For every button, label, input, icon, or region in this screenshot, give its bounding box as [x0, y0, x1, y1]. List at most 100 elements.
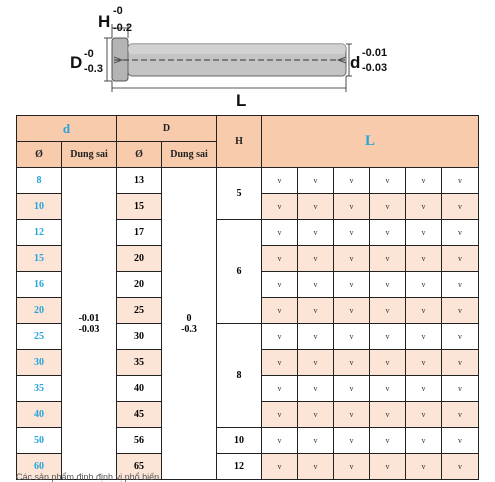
L-availability-mark: v [441, 245, 480, 272]
header-d: d [15, 115, 118, 142]
L-availability-mark: v [297, 401, 335, 428]
D-label: D [70, 53, 82, 72]
L-availability-mark: v [333, 167, 371, 194]
L-availability-mark: v [441, 427, 480, 454]
L-availability-mark: v [405, 245, 443, 272]
D-value: 25 [116, 297, 163, 324]
L-availability-mark: v [441, 401, 480, 428]
d-label: d [350, 53, 360, 72]
L-availability-mark: v [441, 167, 480, 194]
L-availability-mark: v [261, 297, 299, 324]
d-value: 35 [16, 375, 62, 402]
header-d-tol: Dung sai [60, 141, 118, 168]
h-lower-tol: -0.2 [113, 22, 132, 34]
L-availability-mark: v [261, 193, 299, 220]
L-availability-mark: v [261, 323, 299, 350]
L-availability-mark: v [261, 453, 299, 480]
d-value: 15 [16, 245, 62, 272]
header-L: L [261, 115, 480, 168]
L-availability-mark: v [369, 323, 407, 350]
L-availability-mark: v [441, 453, 480, 480]
d-upper-tol: -0.01 [362, 47, 387, 59]
D-value: 20 [116, 245, 163, 272]
D-lower-tol: -0.3 [84, 63, 103, 75]
L-availability-mark: v [441, 323, 480, 350]
L-availability-mark: v [405, 427, 443, 454]
L-availability-mark: v [441, 271, 480, 298]
footer-caption: Các sản phẩm đinh định vị phổ biến [16, 472, 160, 482]
L-availability-mark: v [405, 167, 443, 194]
L-availability-mark: v [333, 323, 371, 350]
H-value: 6 [216, 219, 263, 324]
L-availability-mark: v [369, 401, 407, 428]
D-value: 17 [116, 219, 163, 246]
L-availability-mark: v [297, 219, 335, 246]
d-lower-tol: -0.03 [362, 62, 387, 74]
D-value: 15 [116, 193, 163, 220]
L-availability-mark: v [369, 219, 407, 246]
L-availability-mark: v [405, 323, 443, 350]
L-availability-mark: v [297, 271, 335, 298]
D-value: 45 [116, 401, 163, 428]
L-availability-mark: v [333, 401, 371, 428]
header-H: H [216, 115, 263, 168]
L-availability-mark: v [261, 219, 299, 246]
header-d-phi: Ø [16, 141, 62, 168]
d-value: 12 [16, 219, 62, 246]
L-availability-mark: v [297, 297, 335, 324]
L-availability-mark: v [261, 167, 299, 194]
L-availability-mark: v [261, 401, 299, 428]
L-availability-mark: v [261, 245, 299, 272]
L-availability-mark: v [369, 297, 407, 324]
L-availability-mark: v [333, 245, 371, 272]
D-value: 35 [116, 349, 163, 376]
L-availability-mark: v [405, 453, 443, 480]
L-availability-mark: v [369, 375, 407, 402]
d-tol-lower: -0.03 [78, 323, 100, 335]
L-availability-mark: v [369, 349, 407, 376]
d-value: 8 [16, 167, 62, 194]
L-availability-mark: v [405, 401, 443, 428]
L-availability-mark: v [297, 193, 335, 220]
d-value: 20 [16, 297, 62, 324]
h-upper-tol: -0 [113, 5, 123, 17]
h-label: H [98, 12, 110, 31]
header-D-tol: Dung sai [161, 141, 218, 168]
D-value: 40 [116, 375, 163, 402]
L-availability-mark: v [333, 453, 371, 480]
D-upper-tol: -0 [84, 48, 94, 60]
L-label: L [236, 91, 246, 110]
L-availability-mark: v [261, 427, 299, 454]
L-availability-mark: v [405, 375, 443, 402]
header-D-phi: Ø [116, 141, 163, 168]
L-availability-mark: v [405, 271, 443, 298]
D-tol-upper: 0 [186, 312, 192, 324]
header-D: D [116, 115, 218, 142]
D-value: 20 [116, 271, 163, 298]
L-availability-mark: v [333, 427, 371, 454]
L-availability-mark: v [333, 193, 371, 220]
L-availability-mark: v [297, 245, 335, 272]
L-availability-mark: v [441, 349, 480, 376]
L-availability-mark: v [369, 271, 407, 298]
D-value: 13 [116, 167, 163, 194]
spec-table: d D H L Ø Dung sai Ø Dung sai 8-0.01-0.0… [15, 115, 480, 480]
H-value: 12 [216, 453, 263, 480]
L-availability-mark: v [405, 193, 443, 220]
d-value: 60 [16, 453, 62, 480]
D-tol-lower: -0.3 [181, 323, 197, 335]
L-availability-mark: v [405, 297, 443, 324]
L-availability-mark: v [297, 453, 335, 480]
pin-drawing: H -0 -0.2 D -0 -0.3 d -0.01 -0.03 L [70, 5, 387, 110]
